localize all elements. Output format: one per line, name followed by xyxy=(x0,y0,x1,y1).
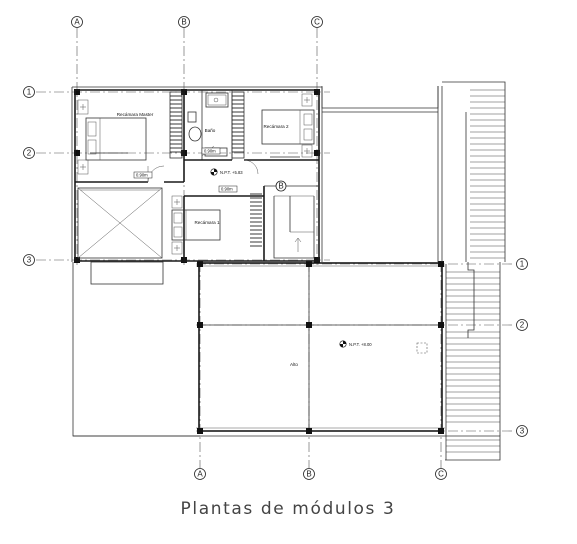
level-label-upper: N.P.T. +5.83 xyxy=(220,170,243,175)
grid-bubble-top-a-label: A xyxy=(74,18,80,27)
level-marker-upper xyxy=(210,168,218,176)
grid-bubble-left-2: 2 xyxy=(23,147,35,159)
grid-bubble-right-3-label: 3 xyxy=(520,427,525,436)
grid-bubble-right-1: 1 xyxy=(516,258,528,270)
room-label-bedroom-1: Recámara 1 xyxy=(194,220,219,225)
doors xyxy=(90,145,300,183)
grid-bubble-top-b: B xyxy=(178,16,190,28)
dimension-tag-1: 0.90m xyxy=(133,171,153,179)
grid-bubble-bottom-a: A xyxy=(194,468,206,480)
grid-bubble-top-c: C xyxy=(311,16,323,28)
grid-bubble-right-3: 3 xyxy=(516,425,528,437)
grid-bubble-left-2-label: 2 xyxy=(27,149,32,158)
double-height-void xyxy=(77,187,163,259)
bedroom-2-bed xyxy=(261,93,315,158)
room-label-master-bedroom: Recámara Master xyxy=(117,112,154,117)
grid-bubble-top-b-label: B xyxy=(181,18,186,27)
grid-bubble-right-1-label: 1 xyxy=(520,260,525,269)
grid-bubble-bottom-b: B xyxy=(303,468,315,480)
grid-bubble-top-c-label: C xyxy=(314,18,320,27)
interior-stair xyxy=(273,180,315,259)
grid-bubble-left-3: 3 xyxy=(23,254,35,266)
grid-bubble-top-a: A xyxy=(71,16,83,28)
drawing-caption: Plantas de módulos 3 xyxy=(181,499,396,519)
grid-bubble-left-3-label: 3 xyxy=(27,256,32,265)
dimension-label-3: 0.90m xyxy=(221,187,233,192)
bedroom-1-bed xyxy=(171,195,221,255)
bathroom-fixtures xyxy=(187,92,229,157)
exterior-stair-stringer xyxy=(445,262,501,460)
stair-section-mark: B xyxy=(278,182,283,191)
room-label-roof: Alto xyxy=(290,362,298,367)
grid-axes-lower xyxy=(196,262,512,468)
closet-hatching xyxy=(170,95,262,247)
grid-bubble-bottom-b-label: B xyxy=(306,470,311,479)
grid-bubble-right-2: 2 xyxy=(516,319,528,331)
terrace-outline xyxy=(321,81,506,262)
exterior-stair-treads xyxy=(446,89,505,453)
level-label-roof: N.P.T. +8.00 xyxy=(349,342,372,347)
upper-floor-walls xyxy=(71,86,323,262)
grid-bubble-left-1-label: 1 xyxy=(27,88,32,97)
balcony-below-void xyxy=(90,261,164,285)
dimension-label-2: 0.90m xyxy=(204,149,216,154)
grid-bubble-bottom-c-label: C xyxy=(438,470,444,479)
room-label-bathroom: Baño xyxy=(205,128,216,133)
dimension-tag-2: 0.90m xyxy=(201,147,221,155)
room-label-bedroom-2: Recámara 2 xyxy=(263,124,288,129)
grid-bubble-right-2-label: 2 xyxy=(520,321,525,330)
roof-module xyxy=(196,262,445,432)
grid-bubble-bottom-c: C xyxy=(435,468,447,480)
grid-bubble-bottom-a-label: A xyxy=(197,470,203,479)
grid-bubble-left-1: 1 xyxy=(23,86,35,98)
level-marker-roof xyxy=(339,340,347,348)
dimension-label-1: 0.90m xyxy=(136,173,148,178)
grid-axes-upper xyxy=(36,28,330,265)
dimension-tag-3: 0.90m xyxy=(218,185,238,193)
roof-skylight xyxy=(416,342,428,354)
